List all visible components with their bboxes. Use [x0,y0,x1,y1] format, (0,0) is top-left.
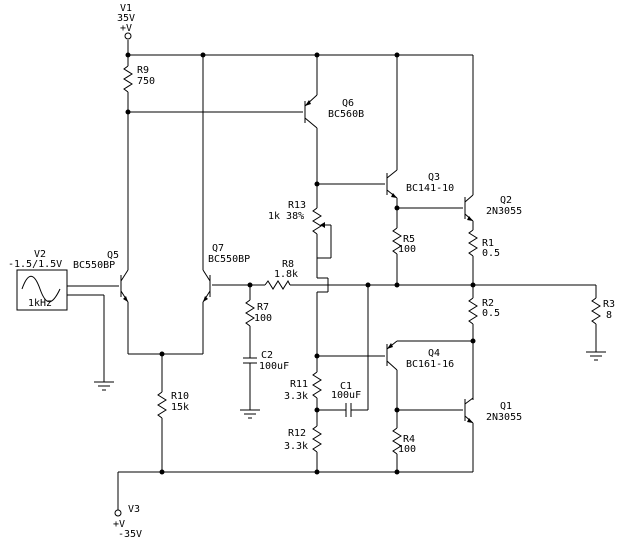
q6-name: Q6 [342,98,354,109]
resistor-r3 [586,297,606,361]
q4-name: Q4 [428,348,440,359]
transistor-q1 [464,397,474,472]
q4-part: BC161-16 [406,359,454,370]
resistor-r10 [157,354,167,472]
q7-part: BC550BP [208,254,250,265]
resistor-r1 [468,229,478,285]
q6-part: BC560B [328,109,364,120]
r8-name: R8 [282,259,294,270]
v1-value: 35V [117,13,135,24]
q3-name: Q3 [428,172,440,183]
resistor-r11 [312,356,322,410]
resistor-r13 [312,184,332,259]
v2-name: V2 [34,249,46,260]
q5-name: Q5 [107,250,119,261]
c1-value: 100uF [331,390,361,401]
v1-name: V1 [120,3,132,14]
q2-part: 2N3055 [486,206,522,217]
r12-name: R12 [288,428,306,439]
r7-value: 100 [254,313,272,324]
resistor-r12 [312,410,322,472]
v2-freq: 1kHz [28,298,52,309]
signal-source-v2 [16,269,119,391]
q2-name: Q2 [500,195,512,206]
resistor-r4 [392,410,402,472]
q7-name: Q7 [212,243,224,254]
r1-value: 0.5 [482,248,500,259]
resistor-r5 [392,208,402,285]
transistor-q3 [386,55,398,208]
r10-name: R10 [171,391,189,402]
resistor-r9 [123,55,133,112]
v1-symbol: +V [120,23,132,34]
transistor-q7 [202,55,250,354]
v2-value: -1.5/1.5V [8,259,62,270]
negative-rail [114,471,473,517]
r11-name: R11 [290,379,308,390]
positive-rail [124,32,473,56]
transistor-q2 [464,55,474,230]
transistor-q6 [304,55,318,184]
r3-name: R3 [603,299,615,310]
q1-part: 2N3055 [486,412,522,423]
transistor-q4 [386,340,473,410]
r5-value: 100 [398,244,416,255]
q5-part: BC550BP [73,260,115,271]
v3-value: -35V [118,529,142,539]
r1-name: R1 [482,238,494,249]
c1-name: C1 [340,381,352,392]
capacitor-c2 [240,357,260,419]
v3-symbol: +V [113,519,125,530]
r4-name: R4 [403,434,415,445]
resistor-r8 [250,279,291,290]
v3-name: V3 [128,504,140,515]
q1-name: Q1 [500,401,512,412]
transistor-q5 [120,269,129,354]
r11-value: 3.3k [284,391,308,402]
r12-value: 3.3k [284,441,308,452]
r9-name: R9 [137,65,149,76]
c2-name: C2 [261,350,273,361]
r8-value: 1.8k [274,269,298,280]
r9-value: 750 [137,76,155,87]
r13-value: 1k 38% [268,211,304,222]
capacitor-c1 [317,285,369,417]
c2-value: 100uF [259,361,289,372]
r7-name: R7 [257,302,269,313]
r4-value: 100 [398,444,416,455]
r13-name: R13 [288,200,306,211]
resistor-r7 [245,285,255,358]
r5-name: R5 [403,234,415,245]
junction-dots [125,52,476,475]
r10-value: 15k [171,402,189,413]
q3-part: BC141-10 [406,183,454,194]
r2-name: R2 [482,298,494,309]
r3-value: 8 [606,310,612,321]
r2-value: 0.5 [482,308,500,319]
